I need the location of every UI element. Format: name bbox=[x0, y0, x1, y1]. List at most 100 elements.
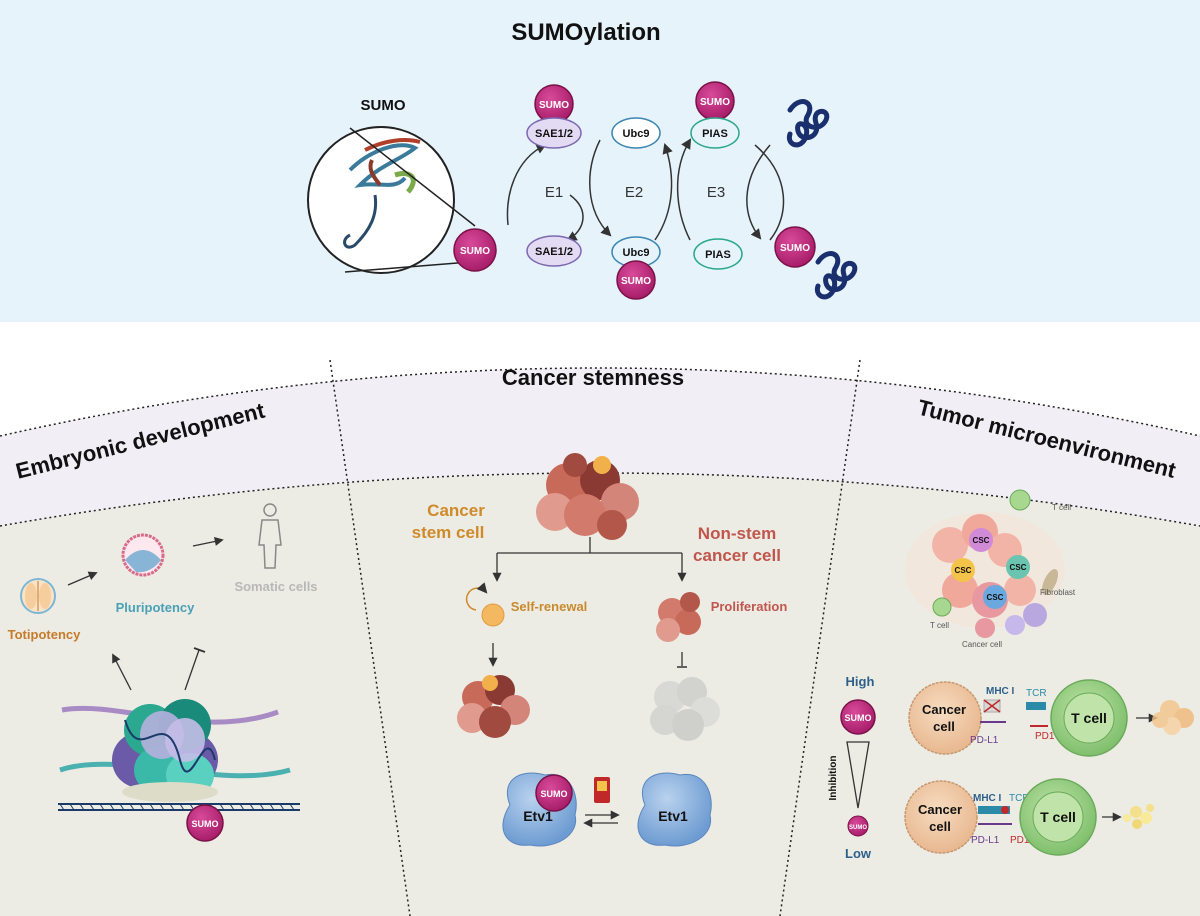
sumo-high bbox=[840, 699, 876, 735]
sumo-on-ubc9-label: SUMO bbox=[621, 276, 651, 287]
csc-badge-1: CSC bbox=[973, 536, 990, 545]
sumo-structure-label: SUMO bbox=[361, 97, 406, 114]
pdl1-label-bottom: PD-L1 bbox=[971, 835, 1000, 846]
csc-badge-2: CSC bbox=[955, 566, 972, 575]
cancer-cell-top-label-2: cell bbox=[933, 719, 955, 734]
gradient-triangle bbox=[846, 741, 870, 809]
nsc-label-2: cancer cell bbox=[693, 546, 781, 565]
mhc-tcr-antigen bbox=[1001, 806, 1009, 814]
e2-label: E2 bbox=[625, 184, 643, 201]
pluripotency-label: Pluripotency bbox=[116, 600, 196, 615]
section-stemness-title: Cancer stemness bbox=[502, 365, 684, 390]
t-cell-bottom-label: T cell bbox=[1040, 809, 1076, 825]
self-renewal-label: Self-renewal bbox=[511, 599, 588, 614]
mhc-label-top: MHC I bbox=[986, 686, 1015, 697]
totipotency-cell-icon bbox=[20, 578, 56, 614]
pias-top bbox=[690, 117, 740, 149]
inhibition-label: Inhibition bbox=[828, 756, 839, 801]
sumo-on-etv1 bbox=[535, 774, 573, 812]
pias-bottom bbox=[693, 238, 743, 270]
nucleosome-icon bbox=[58, 699, 300, 811]
sumo-free-label: SUMO bbox=[460, 246, 490, 257]
sumo-on-substrate bbox=[774, 226, 816, 268]
sae-bottom bbox=[526, 235, 582, 267]
sumo-on-ubc9 bbox=[616, 260, 656, 300]
sumoylation-panel-bg bbox=[0, 0, 1200, 322]
cycle-arrows bbox=[506, 138, 785, 242]
arrow-up-toti bbox=[112, 653, 132, 691]
nsc-cluster-icon bbox=[656, 592, 701, 642]
sumo-high-label: SUMO bbox=[845, 713, 872, 723]
faded-tumor-icon bbox=[650, 677, 720, 741]
sumo-on-pias-label: SUMO bbox=[700, 97, 730, 108]
pd1-label-bottom: PD1 bbox=[1010, 835, 1030, 846]
mhc-blocked-icon bbox=[983, 699, 1001, 713]
inhibit-pluri-bar bbox=[193, 647, 206, 653]
sae-bottom-label: SAE1/2 bbox=[535, 246, 573, 258]
tumor-killed-icon bbox=[1123, 804, 1154, 829]
e1-label: E1 bbox=[545, 184, 563, 201]
cancer-cell-top-label-1: Cancer bbox=[922, 702, 966, 717]
etv1-label-right: Etv1 bbox=[658, 808, 688, 824]
tumor-survives-icon bbox=[1152, 700, 1194, 735]
totipotency-label: Totipotency bbox=[8, 627, 81, 642]
etv1-free-icon bbox=[637, 772, 712, 847]
tumor-cluster-icon bbox=[536, 453, 639, 540]
t-cell-bottom-nucleus bbox=[1032, 791, 1084, 843]
csc-badge-4: CSC bbox=[987, 593, 1004, 602]
tcr-label-top: TCR bbox=[1026, 688, 1047, 699]
substrate-icon-bottom bbox=[814, 251, 858, 300]
csc-cell-icon bbox=[481, 603, 505, 627]
sumo-structure-circle bbox=[307, 126, 455, 274]
csc-tumor-icon bbox=[457, 675, 530, 738]
header-band bbox=[0, 368, 1200, 526]
csc-badge-3: CSC bbox=[1010, 563, 1027, 572]
sumo-on-nucleosome-label: SUMO bbox=[192, 819, 219, 829]
tcr-top bbox=[1026, 702, 1046, 710]
sumo-low-label: SUMO bbox=[849, 825, 867, 831]
pias-bottom-label: PIAS bbox=[705, 249, 731, 261]
inhibitor-drug-icon bbox=[594, 777, 610, 803]
panel-title: SUMOylation bbox=[511, 19, 660, 46]
high-label: High bbox=[846, 674, 875, 689]
tcr-label-bottom: TCR bbox=[1009, 793, 1030, 804]
arrow-pluri-somatic bbox=[192, 537, 224, 547]
cancer-cell-bottom bbox=[904, 780, 978, 854]
zoom-line-bottom bbox=[344, 261, 471, 273]
pd1-label-top: PD1 bbox=[1035, 731, 1055, 742]
cancer-cell-bottom-label-1: Cancer bbox=[918, 802, 962, 817]
e3-label: E3 bbox=[707, 184, 725, 201]
proliferation-label: Proliferation bbox=[711, 599, 788, 614]
pluripotency-blastocyst-icon bbox=[121, 533, 165, 577]
sumo-on-sae-top-label: SUMO bbox=[539, 100, 569, 111]
ubc9-top bbox=[611, 117, 661, 149]
self-renew-loop bbox=[465, 582, 488, 611]
sae-top bbox=[526, 117, 582, 149]
etv1-label-left: Etv1 bbox=[523, 808, 553, 824]
fibroblast-label: Fibroblast bbox=[1040, 588, 1076, 597]
human-figure-icon bbox=[258, 503, 282, 569]
sumo-on-nucleosome bbox=[186, 804, 224, 842]
mhc-tcr-bound bbox=[978, 806, 1010, 814]
cancer-cell-top bbox=[908, 681, 982, 755]
nsc-label-1: Non-stem bbox=[698, 524, 776, 543]
csc-label-2: stem cell bbox=[412, 523, 485, 542]
t-cell-top-nucleus bbox=[1063, 692, 1115, 744]
inhibit-pluri bbox=[184, 649, 200, 691]
divider-left bbox=[329, 359, 411, 916]
sumo-free bbox=[453, 228, 497, 272]
bottom-panel-bg bbox=[0, 473, 1200, 916]
ubc9-bottom-label: Ubc9 bbox=[623, 247, 650, 259]
cancer-cell-bottom-label-2: cell bbox=[929, 819, 951, 834]
ubc9-top-label: Ubc9 bbox=[623, 128, 650, 140]
tcell-small-label-2: T cell bbox=[930, 621, 949, 630]
sumo-low bbox=[847, 815, 869, 837]
low-label: Low bbox=[845, 846, 872, 861]
sae-top-label: SAE1/2 bbox=[535, 128, 573, 140]
pdl1-label-top: PD-L1 bbox=[970, 735, 999, 746]
tme-cluster-icon bbox=[905, 489, 1065, 638]
substrate-icon-top bbox=[786, 99, 830, 148]
t-cell-top-label: T cell bbox=[1071, 710, 1107, 726]
